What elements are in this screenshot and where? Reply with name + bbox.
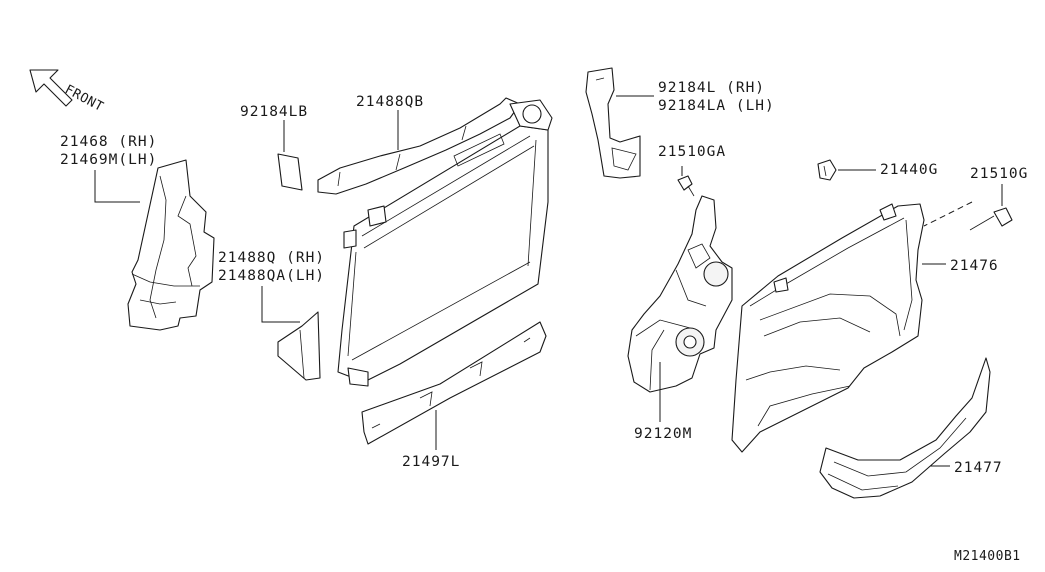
label-92184l: 92184L (RH) [658,80,765,96]
clip-21440g-icon [817,159,837,181]
label-92184lb: 92184LB [240,104,308,120]
fan-shroud-21476 [731,203,925,453]
label-21440g: 21440G [880,162,938,178]
label-21497l: 21497L [402,454,460,470]
label-21477: 21477 [954,460,1003,476]
seal-92184lb [277,153,303,191]
diagram-id: M21400B1 [954,549,1021,564]
bolt-21510g-icon [969,207,1013,231]
fan-motor-92120m [627,195,733,393]
label-21469m: 21469M(LH) [60,152,157,168]
label-21468: 21468 (RH) [60,134,157,150]
label-21488q: 21488Q (RH) [218,250,325,266]
dashed-guide-21510g [923,201,973,227]
leader-21468 [94,170,140,203]
leader-21488q [261,286,300,323]
label-21510ga: 21510GA [658,144,726,160]
label-92184la: 92184LA (LH) [658,98,775,114]
radiator [337,99,553,387]
label-21476: 21476 [950,258,999,274]
air-guide-left [127,159,215,331]
seal-side-21488q [277,311,321,381]
seal-lower-21497l [361,321,547,445]
label-21488qb: 21488QB [356,94,424,110]
front-label: FRONT [62,82,106,115]
label-21510g: 21510G [970,166,1028,182]
front-arrow-icon [29,69,73,107]
label-92120m: 92120M [634,426,692,442]
bolt-21510ga-icon [677,175,695,197]
lower-shroud-21477 [819,357,991,499]
seal-92184l [585,67,641,179]
label-21488qa: 21488QA(LH) [218,268,325,284]
